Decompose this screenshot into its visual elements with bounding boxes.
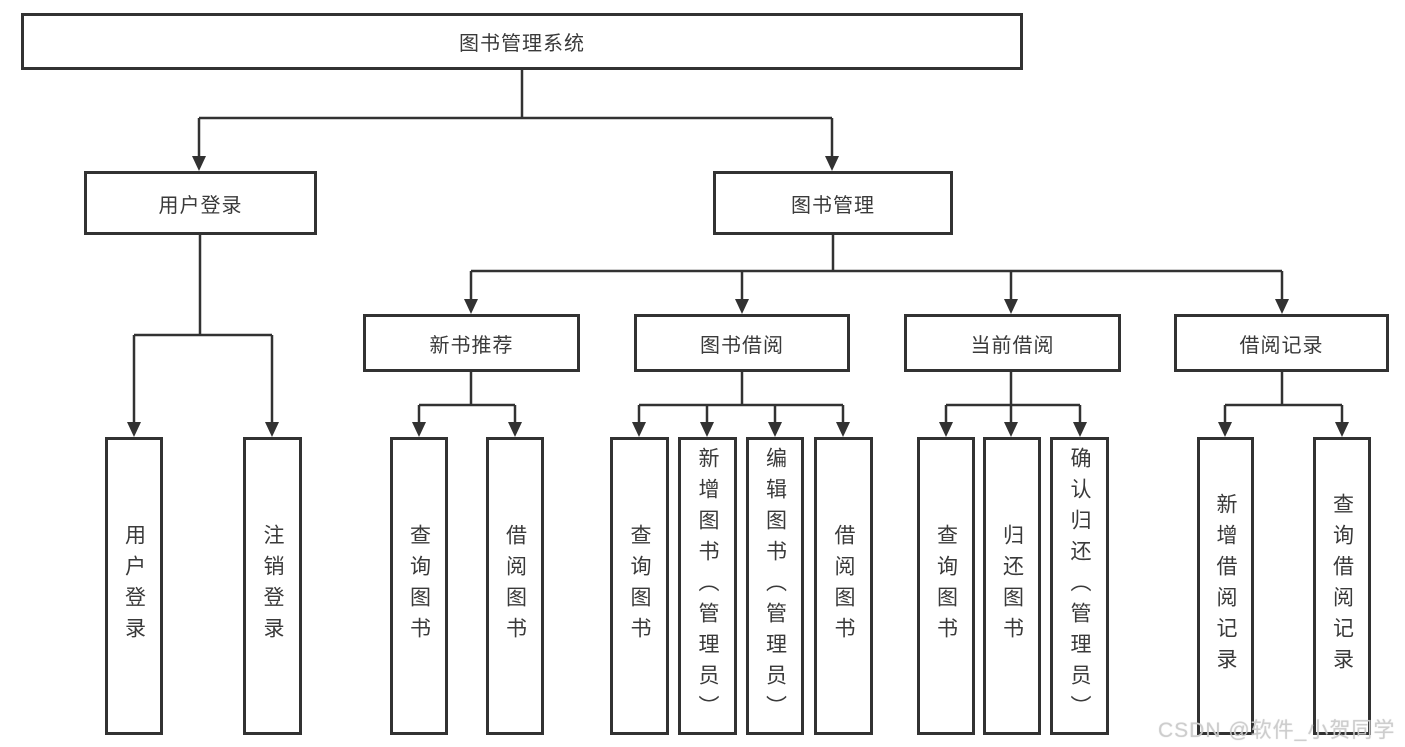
arrowhead [412, 422, 426, 437]
arrowhead [825, 156, 839, 171]
leaf-borrow-query-books: 查询图书 [610, 437, 669, 735]
leaf-records-query-borrow-record: 查询借阅记录 [1313, 437, 1371, 735]
leaf-current-return-books: 归还图书 [983, 437, 1041, 735]
arrowhead [1335, 422, 1349, 437]
arrowhead [836, 422, 850, 437]
leaf-current-confirm-return-admin: 确认归还（管理员） [1050, 437, 1109, 735]
node-book-borrow: 图书借阅 [634, 314, 850, 372]
leaf-borrow-borrow-books: 借阅图书 [814, 437, 873, 735]
arrowhead [508, 422, 522, 437]
arrowhead [1275, 299, 1289, 314]
node-new-book-recommend: 新书推荐 [363, 314, 580, 372]
connector-records-to-leaves [1218, 372, 1349, 437]
node-library-management-system: 图书管理系统 [21, 13, 1023, 70]
leaf-records-add-borrow-record: 新增借阅记录 [1197, 437, 1254, 735]
arrowhead [464, 299, 478, 314]
csdn-watermark: CSDN @软件_小贺同学 [1158, 719, 1396, 742]
leaf-recommend-borrow-books: 借阅图书 [486, 437, 544, 735]
connector-user-login-to-leaves [127, 235, 279, 437]
arrowhead [1004, 299, 1018, 314]
leaf-logout: 注销登录 [243, 437, 302, 735]
arrowhead [735, 299, 749, 314]
leaf-borrow-edit-books-admin: 编辑图书（管理员） [746, 437, 804, 735]
node-borrow-records: 借阅记录 [1174, 314, 1389, 372]
connector-recommend-to-leaves [412, 372, 522, 437]
connector-root-to-level2 [192, 70, 839, 171]
node-user-login: 用户登录 [84, 171, 317, 235]
connector-borrow-to-leaves [632, 372, 850, 437]
arrowhead [939, 422, 953, 437]
arrowhead [192, 156, 206, 171]
arrowhead [1073, 422, 1087, 437]
leaf-recommend-query-books: 查询图书 [390, 437, 448, 735]
connector-current-to-leaves [939, 372, 1087, 437]
arrowhead [768, 422, 782, 437]
leaf-borrow-add-books-admin: 新增图书（管理员） [678, 437, 737, 735]
node-current-borrow: 当前借阅 [904, 314, 1121, 372]
arrowhead [632, 422, 646, 437]
arrowhead [1004, 422, 1018, 437]
arrowhead [700, 422, 714, 437]
connector-book-management-to-level3 [464, 235, 1289, 314]
node-book-management: 图书管理 [713, 171, 953, 235]
leaf-user-login: 用户登录 [105, 437, 163, 735]
arrowhead [127, 422, 141, 437]
arrowhead [1218, 422, 1232, 437]
leaf-current-query-books: 查询图书 [917, 437, 975, 735]
arrowhead [265, 422, 279, 437]
